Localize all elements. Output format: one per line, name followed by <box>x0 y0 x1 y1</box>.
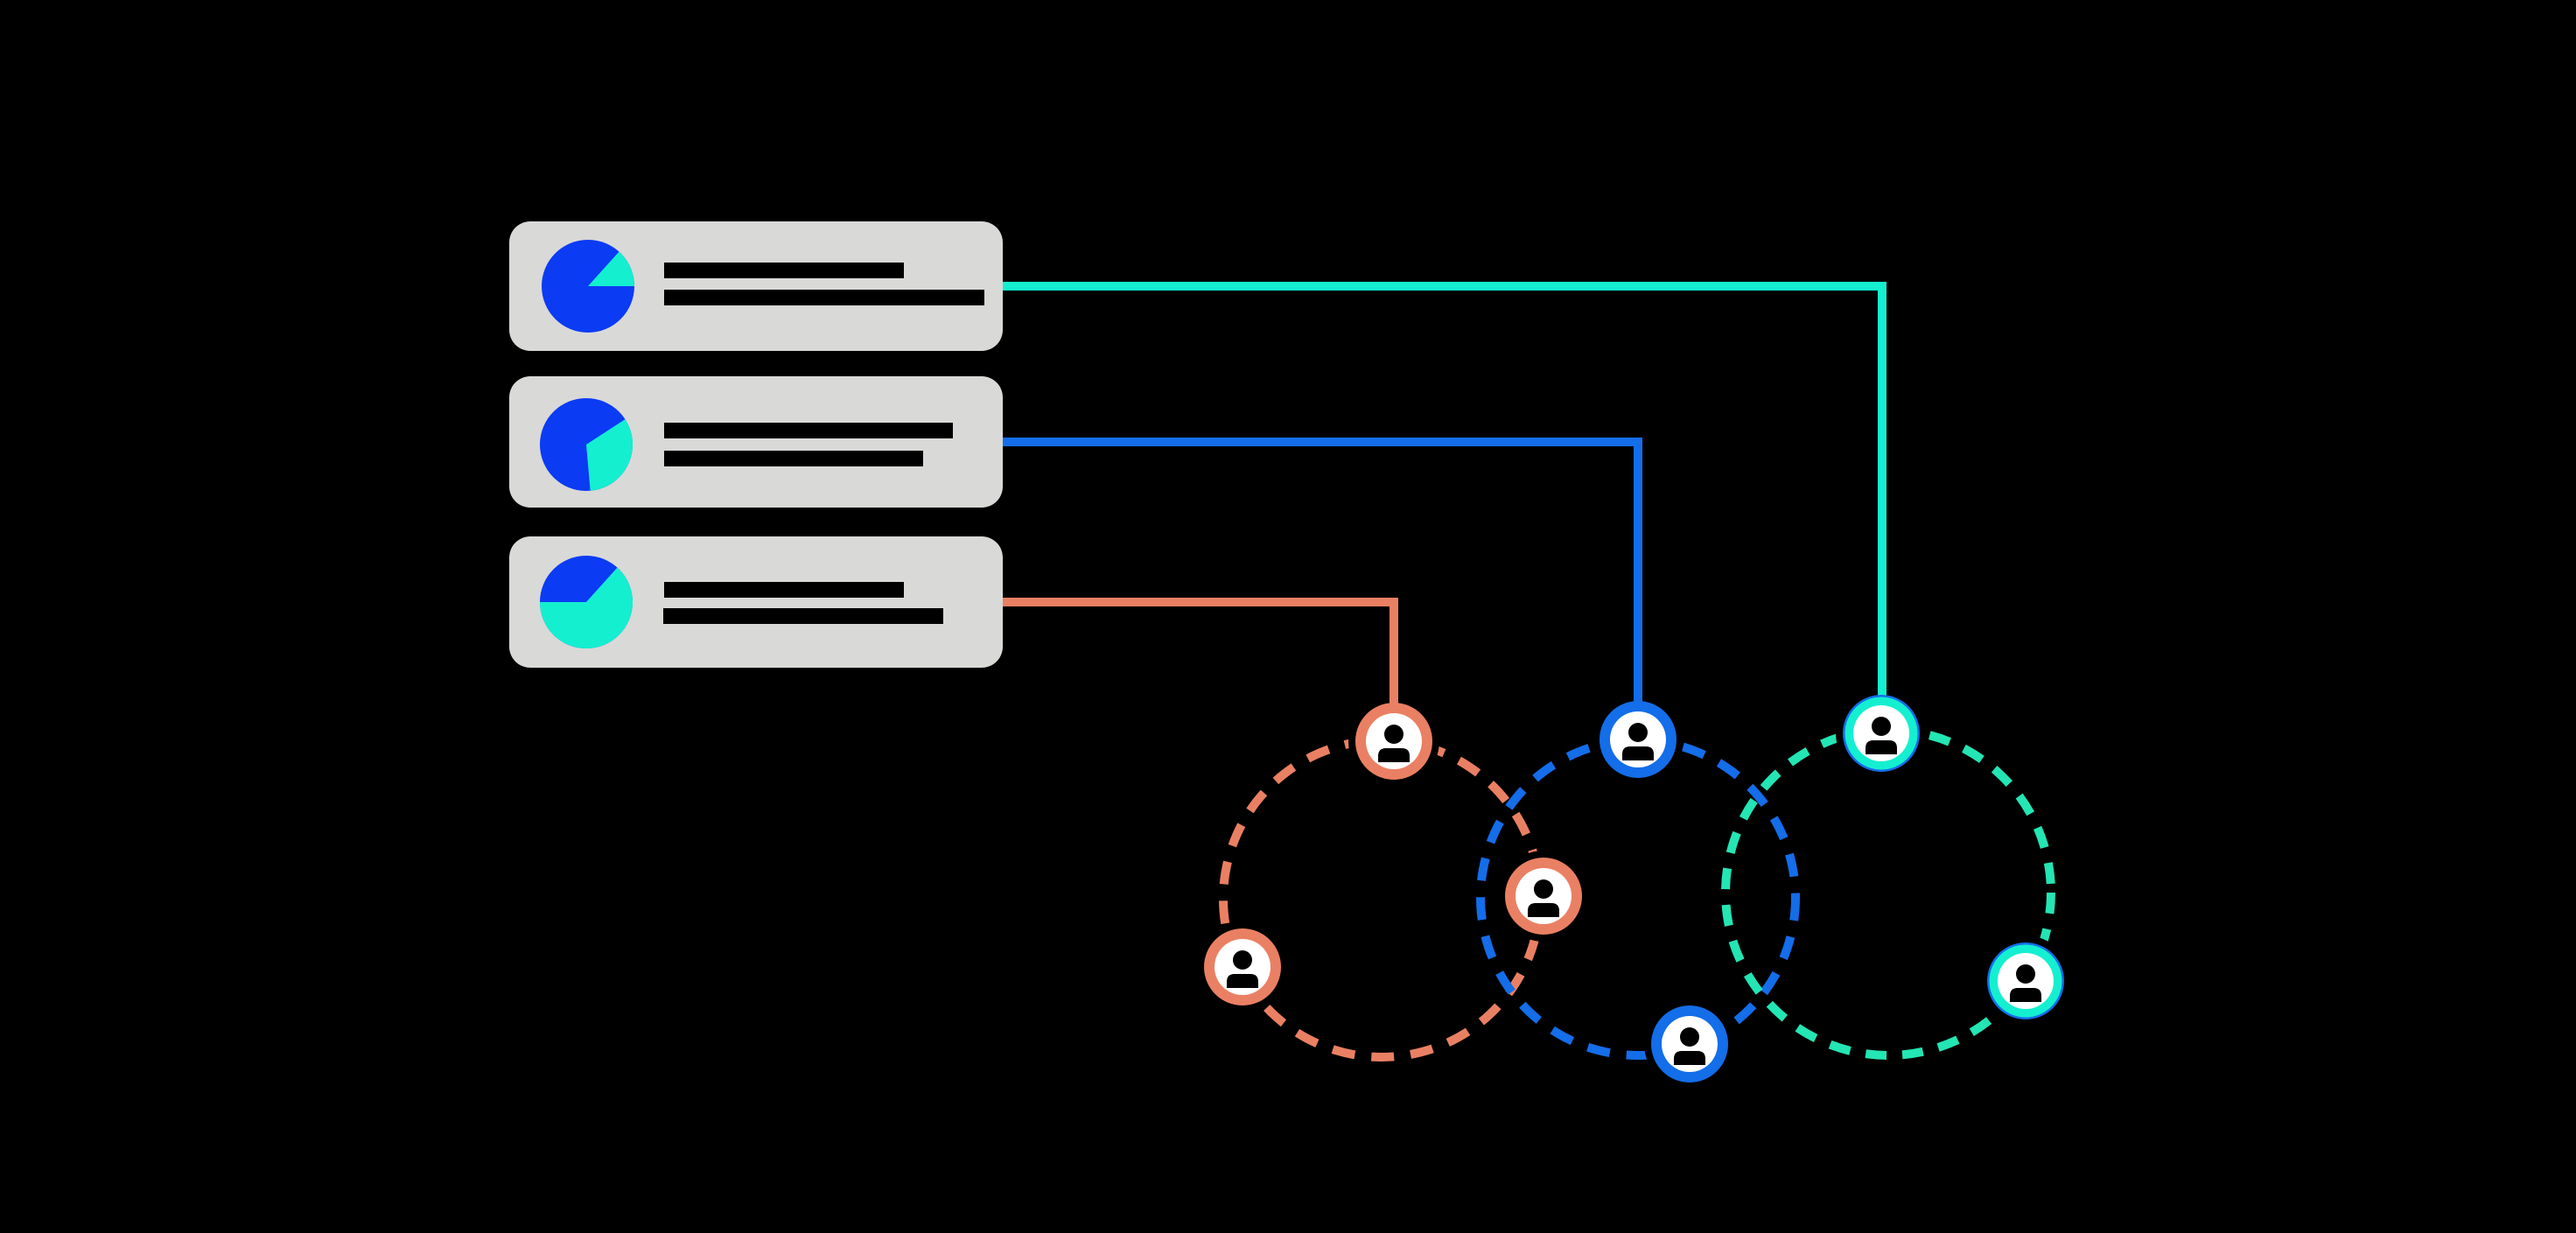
person-torso <box>2010 988 2041 1002</box>
text-line-placeholder-2 <box>664 290 984 305</box>
user-badge-teal-bottom <box>1987 942 2064 1019</box>
connector-line-blue <box>1003 438 1642 739</box>
text-line-placeholder-1 <box>664 423 953 438</box>
badges-layer <box>1204 695 2064 1082</box>
person-icon <box>1528 879 1559 917</box>
person-icon <box>1866 717 1897 754</box>
pie-slice-accent <box>540 567 633 649</box>
connector-line-teal <box>1003 282 1886 733</box>
person-icon <box>1227 950 1258 988</box>
connectors-layer <box>1003 282 1886 741</box>
user-badge-blue-top <box>1600 701 1676 778</box>
user-badge-orange-left <box>1204 928 1281 1005</box>
person-head <box>1680 1027 1699 1047</box>
user-badge-blue-bottom <box>1651 1005 1728 1082</box>
pie-slice-accent <box>588 251 634 286</box>
text-line-placeholder-1 <box>664 263 904 278</box>
text-line-placeholder-2 <box>664 451 923 466</box>
person-head <box>1534 879 1553 899</box>
person-torso <box>1528 903 1559 917</box>
person-head <box>1233 950 1252 970</box>
person-torso <box>1227 974 1258 988</box>
cards-layer <box>509 221 1003 668</box>
person-icon <box>1622 723 1654 760</box>
person-head <box>2016 964 2035 984</box>
text-line-placeholder-1 <box>664 582 904 598</box>
user-badge-teal-top <box>1843 695 1920 772</box>
person-torso <box>1378 748 1410 762</box>
person-icon <box>2010 964 2041 1002</box>
person-head <box>1872 717 1891 736</box>
pie-chart-icon <box>542 240 634 333</box>
user-badge-orange-right <box>1505 858 1582 935</box>
stat-card-3 <box>509 536 1003 668</box>
pie-slice-accent <box>586 419 633 491</box>
pie-chart-icon <box>540 398 633 491</box>
group-circle-blue <box>1476 736 1800 1060</box>
card-background <box>509 376 1003 508</box>
group-circle-teal <box>1721 725 2055 1060</box>
card-background <box>509 221 1003 351</box>
person-icon <box>1674 1027 1705 1065</box>
person-torso <box>1622 746 1654 760</box>
connector-line-orange <box>1003 598 1398 741</box>
text-line-placeholder-2 <box>663 608 943 624</box>
person-head <box>1628 723 1648 742</box>
person-torso <box>1674 1051 1705 1065</box>
person-head <box>1384 725 1404 744</box>
stat-card-1 <box>509 221 1003 351</box>
pie-chart-icon <box>540 556 633 649</box>
person-icon <box>1378 725 1410 762</box>
card-background <box>509 536 1003 668</box>
stat-card-2 <box>509 376 1003 508</box>
user-badge-orange-top <box>1355 703 1432 780</box>
group-circle-orange <box>1219 736 1544 1061</box>
person-torso <box>1866 740 1897 754</box>
